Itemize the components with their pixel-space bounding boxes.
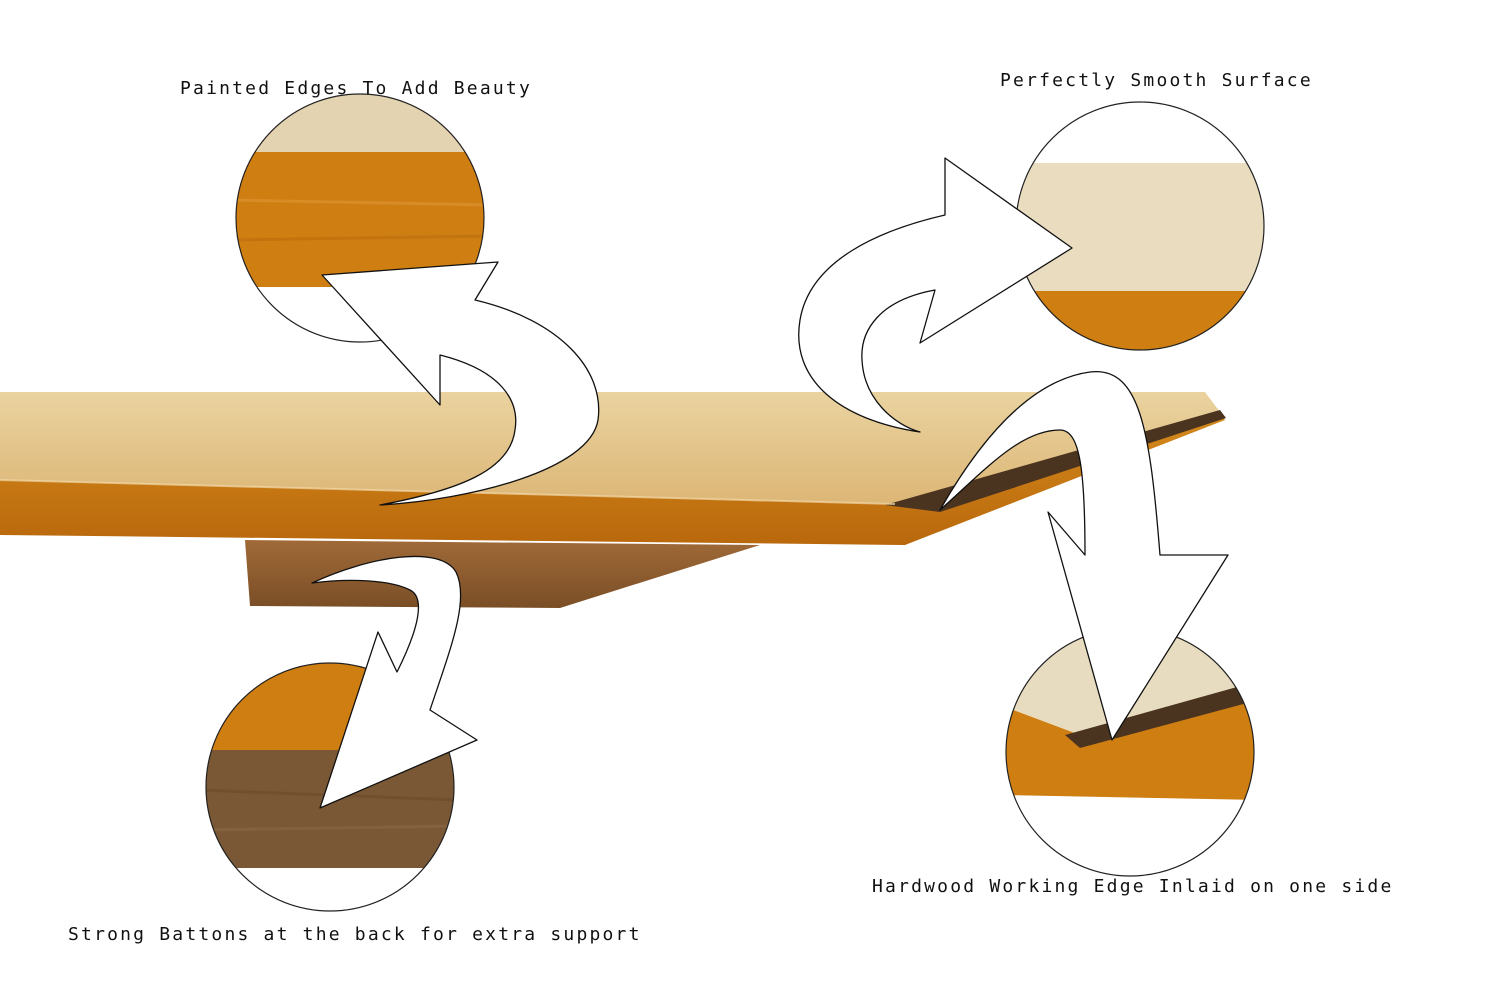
board-painted-edge: [0, 412, 1225, 545]
curved-arrow-icon: [311, 157, 1229, 809]
curved-arrow-icon: [321, 261, 600, 506]
board-top-surface: [0, 392, 1220, 504]
caption-smooth-surface: Perfectly Smooth Surface: [1000, 70, 1313, 91]
curved-arrow-icon: [311, 555, 478, 809]
caption-painted-edges: Painted Edges To Add Beauty: [180, 78, 532, 99]
curved-arrow-icon: [939, 371, 1229, 741]
caption-hardwood-edge: Hardwood Working Edge Inlaid on one side: [872, 876, 1394, 897]
batten-block: [245, 540, 760, 608]
caption-battons: Strong Battons at the back for extra sup…: [68, 924, 642, 945]
batten: [245, 540, 760, 608]
curved-arrow-icon: [798, 157, 1073, 433]
shelf-board: [0, 392, 1226, 545]
zoom-circle-smooth-surface: [1015, 101, 1265, 351]
